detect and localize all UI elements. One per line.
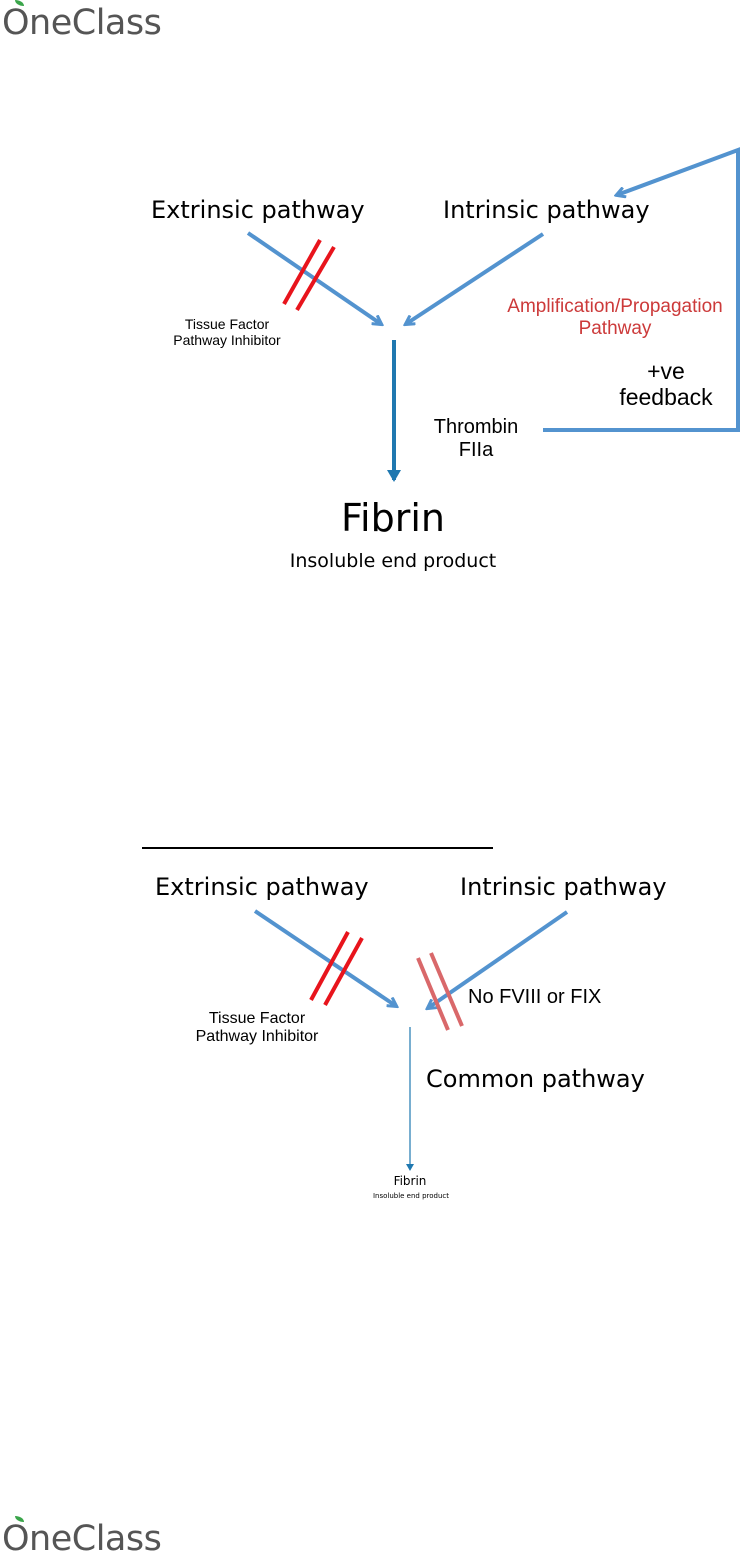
tfpi-line2: Pathway Inhibitor <box>173 332 281 349</box>
tfpi-label: Tissue Factor Pathway Inhibitor <box>160 316 294 348</box>
no-factors-label: No FVIII or FIX <box>468 986 602 1008</box>
block-mark-2a <box>309 931 350 1001</box>
feedback-loop <box>543 147 740 432</box>
thrombin-line2: FIIa <box>458 439 494 461</box>
extrinsic-arrow-2 <box>253 909 396 1006</box>
fibrin-subtitle-2: Insoluble end product <box>372 1192 450 1200</box>
tfpi-line1-2: Tissue Factor <box>208 1010 306 1027</box>
common-pathway-label: Common pathway <box>426 1065 645 1093</box>
thrombin-label: Thrombin FIIa <box>420 416 532 462</box>
logo-text-bottom: OneClass <box>2 1519 162 1559</box>
feedback-line1: +ve <box>647 358 685 384</box>
intrinsic-label: Intrinsic pathway <box>443 196 650 224</box>
leaf-icon <box>15 0 24 6</box>
extrinsic-label: Extrinsic pathway <box>151 196 365 224</box>
intrinsic-label-2: Intrinsic pathway <box>460 873 667 901</box>
block-mark-2d <box>429 952 464 1027</box>
amplification-label: Amplification/Propagation Pathway <box>470 296 754 340</box>
tfpi-line1: Tissue Factor <box>184 316 270 332</box>
leaf-icon-bottom <box>15 1516 24 1522</box>
block-mark-2c <box>416 957 450 1031</box>
tfpi-label-2: Tissue Factor Pathway Inhibitor <box>170 1010 344 1047</box>
amplification-line2: Pathway <box>578 317 652 339</box>
oneclass-logo: OneClass <box>2 0 162 43</box>
tfpi-line2-2: Pathway Inhibitor <box>195 1028 319 1046</box>
block-mark-1b <box>295 245 336 312</box>
thrombin-line1: Thrombin <box>433 416 519 438</box>
fibrin-label: Fibrin <box>340 496 446 540</box>
feedback-line2: feedback <box>619 384 713 411</box>
extrinsic-label-2: Extrinsic pathway <box>155 873 369 901</box>
intrinsic-arrow-2 <box>428 910 569 1008</box>
logo-text: OneClass <box>2 3 162 43</box>
intrinsic-arrow <box>406 232 545 324</box>
fibrin-subtitle: Insoluble end product <box>289 550 497 572</box>
feedback-label: +ve feedback <box>606 358 726 411</box>
block-mark-1a <box>282 239 322 305</box>
amplification-line1: Amplification/Propagation <box>507 296 723 317</box>
block-mark-2b <box>323 937 364 1006</box>
oneclass-logo-bottom: OneClass <box>2 1516 162 1559</box>
fibrin-label-2: Fibrin <box>393 1174 427 1188</box>
